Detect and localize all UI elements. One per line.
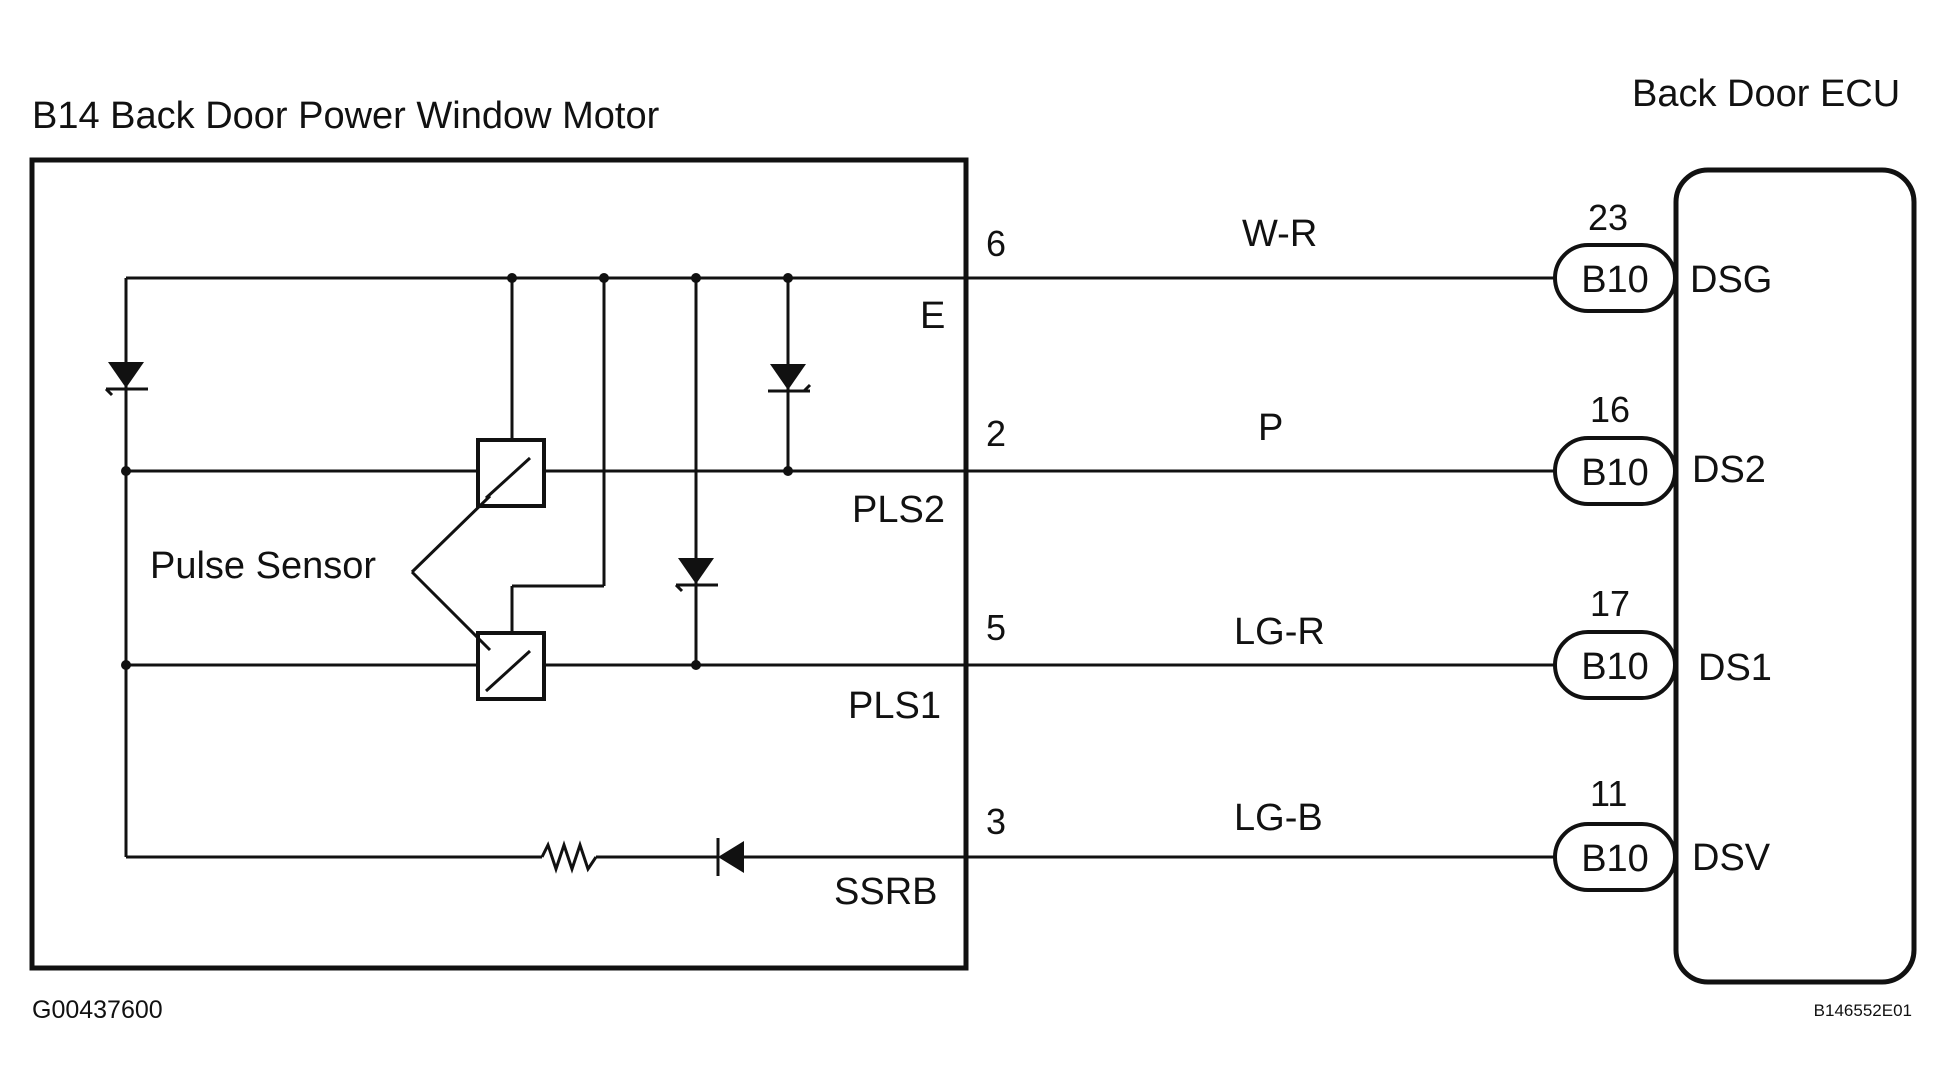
ecu-pin: 17: [1590, 583, 1630, 624]
motor-terminal: SSRB: [834, 871, 937, 913]
circuit-e: 6 E W-R 23 B10 DSG: [920, 197, 1772, 337]
wire-color: LG-B: [1234, 797, 1323, 839]
pulse-sensor-label: Pulse Sensor: [150, 545, 376, 587]
connector-b10: [1553, 243, 1677, 313]
diode-middle: [674, 558, 718, 593]
motor-terminal: PLS1: [848, 685, 941, 727]
diode-left: [104, 362, 148, 397]
ecu-pin: 23: [1588, 197, 1628, 238]
connector-b10: [1553, 436, 1677, 506]
footer-left-code: G00437600: [32, 996, 163, 1024]
ecu-terminal: DS1: [1698, 647, 1772, 689]
connector-b10: [1553, 822, 1677, 892]
circuit-pls1: 5 PLS1 LG-R 17 B10 DS1: [848, 583, 1772, 727]
ecu-box: [1673, 167, 1917, 985]
ecu-terminal: DS2: [1692, 449, 1766, 491]
motor-pin: 2: [986, 413, 1006, 454]
circuit-pls2: 2 PLS2 P 16 B10 DS2: [852, 389, 1766, 531]
connector-label: B10: [1581, 838, 1649, 880]
motor-box: [29, 157, 969, 971]
wire-color: W-R: [1242, 213, 1317, 255]
ecu-terminal: DSV: [1692, 837, 1771, 879]
resistor: [540, 840, 598, 874]
motor-pin: 5: [986, 607, 1006, 648]
motor-pin: 6: [986, 223, 1006, 264]
footer-right-code: B146552E01: [1814, 1001, 1912, 1020]
motor-terminal: PLS2: [852, 489, 945, 531]
diode-right: [768, 364, 812, 393]
circuit-ssrb: 3 SSRB LG-B 11 B10 DSV: [834, 773, 1771, 913]
motor-terminal: E: [920, 295, 945, 337]
connector-label: B10: [1581, 452, 1649, 494]
motor-title: B14 Back Door Power Window Motor: [32, 95, 660, 137]
wire-color: LG-R: [1234, 611, 1325, 653]
internal-circuit: [104, 273, 966, 876]
wire-color: P: [1258, 407, 1283, 449]
connector-b10: [1553, 630, 1677, 700]
connector-label: B10: [1581, 646, 1649, 688]
connector-label: B10: [1581, 259, 1649, 301]
ecu-pin: 16: [1590, 389, 1630, 430]
ecu-pin: 11: [1590, 773, 1627, 814]
ecu-terminal: DSG: [1690, 259, 1772, 301]
ecu-title: Back Door ECU: [1632, 73, 1900, 115]
pulse-sensor-lower: [476, 631, 546, 701]
motor-pin: 3: [986, 801, 1006, 842]
diode-ssrb: [716, 838, 744, 876]
